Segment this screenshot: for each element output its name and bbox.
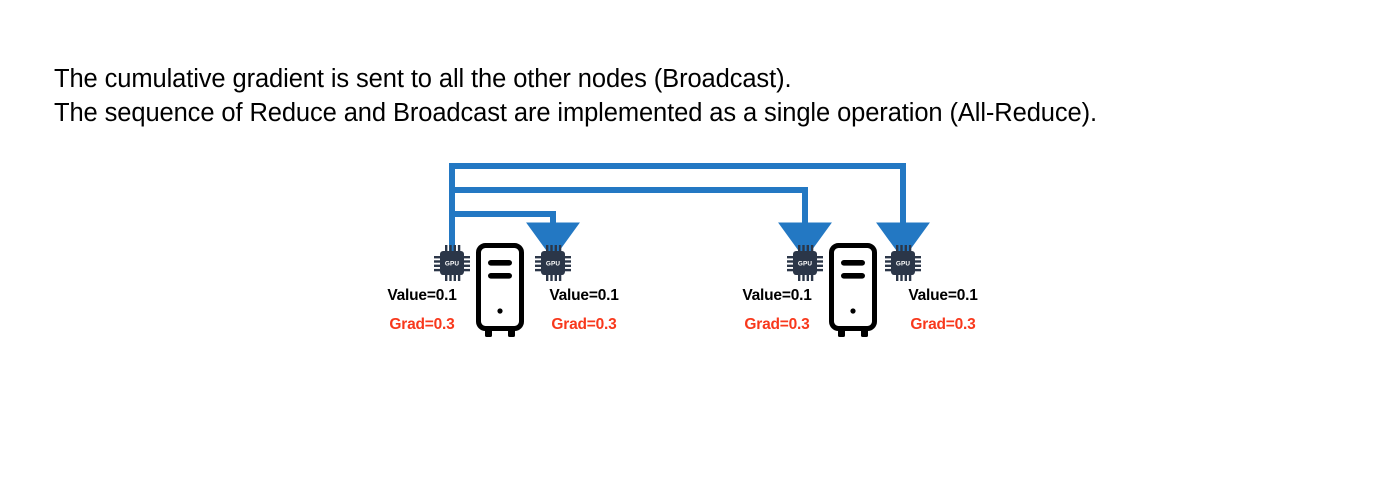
gpu-chip-node-1-gpu-right[interactable]: GPU — [535, 245, 571, 281]
gpu-chip-icon: GPU — [434, 245, 470, 281]
gpu-chip-text: GPU — [546, 260, 560, 267]
value-label-node-1-gpu-right: Value=0.1 — [549, 287, 619, 304]
caption-block: The cumulative gradient is sent to all t… — [54, 62, 1354, 130]
gpu-chip-icon: GPU — [787, 245, 823, 281]
server-tower-icon — [476, 243, 524, 337]
gpu-chip-text: GPU — [445, 260, 459, 267]
gpu-chip-node-1-gpu-left[interactable]: GPU — [434, 245, 470, 281]
gpu-chip-node-2-gpu-right[interactable]: GPU — [885, 245, 921, 281]
caption-line-1: The cumulative gradient is sent to all t… — [54, 65, 792, 93]
gpu-chip-icon: GPU — [535, 245, 571, 281]
value-label-node-2-gpu-left: Value=0.1 — [742, 287, 812, 304]
grad-label-node-1-gpu-right: Grad=0.3 — [551, 316, 617, 333]
broadcast-arrow-to-node-1-gpu-right — [449, 211, 580, 262]
server-tower-1[interactable] — [474, 243, 532, 343]
gpu-chip-icon: GPU — [885, 245, 921, 281]
gpu-chip-text: GPU — [896, 260, 910, 267]
value-label-node-2-gpu-right: Value=0.1 — [908, 287, 978, 304]
caption-line-2: The sequence of Reduce and Broadcast are… — [54, 99, 1097, 127]
server-tower-2[interactable] — [827, 243, 885, 343]
grad-label-node-2-gpu-left: Grad=0.3 — [744, 316, 810, 333]
gpu-chip-text: GPU — [798, 260, 812, 267]
grad-label-node-2-gpu-right: Grad=0.3 — [910, 316, 976, 333]
value-label-node-1-gpu-left: Value=0.1 — [387, 287, 457, 304]
server-tower-icon — [829, 243, 877, 337]
grad-label-node-1-gpu-left: Grad=0.3 — [389, 316, 455, 333]
gpu-chip-node-2-gpu-left[interactable]: GPU — [787, 245, 823, 281]
